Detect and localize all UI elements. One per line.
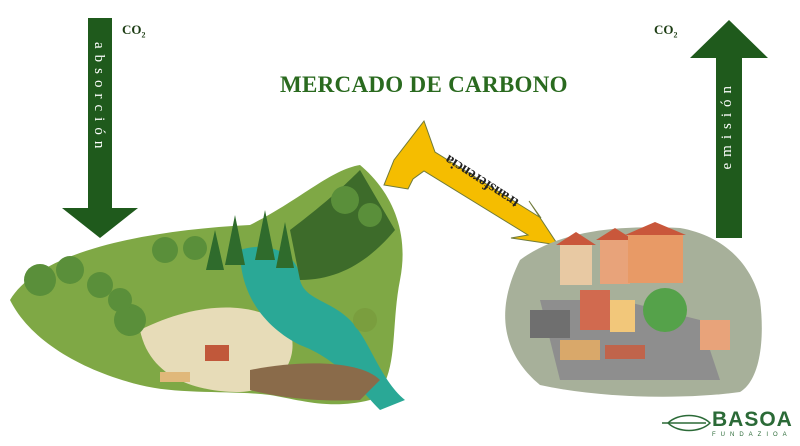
- page-title: MERCADO DE CARBONO: [280, 72, 568, 97]
- town-landscape: [505, 222, 762, 397]
- emission-label: emisión: [719, 80, 735, 170]
- leaf-logo-icon: [662, 414, 712, 432]
- logo-name: BASOA: [712, 408, 793, 431]
- co2-text: CO: [122, 22, 142, 37]
- co2-label-right: CO2: [654, 22, 678, 40]
- transfer-arrow: [383, 119, 560, 246]
- absorption-arrow: [62, 18, 138, 238]
- co2-label-left: CO2: [122, 22, 146, 40]
- co2-subscript: 2: [673, 30, 678, 40]
- absorption-label: absorción: [91, 42, 107, 155]
- logo-subtitle: FUNDAZIOA: [712, 432, 792, 438]
- emission-arrow: [690, 20, 768, 238]
- co2-text: CO: [654, 22, 674, 37]
- basoa-logo: BASOA FUNDAZIOA: [712, 408, 793, 438]
- co2-subscript: 2: [141, 30, 146, 40]
- forest-landscape: [10, 165, 405, 410]
